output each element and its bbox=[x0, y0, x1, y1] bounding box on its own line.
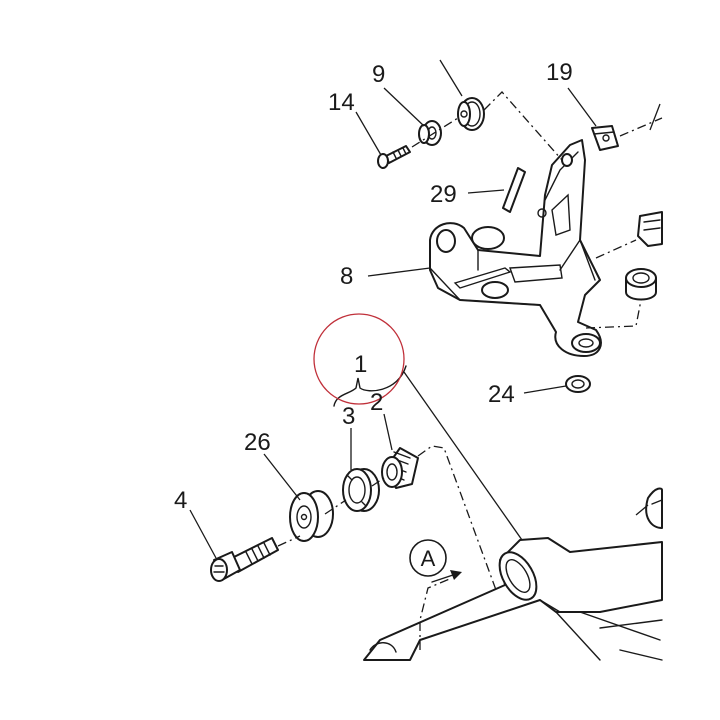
label-part-24: 24 bbox=[488, 381, 515, 408]
screw-part-14 bbox=[377, 145, 411, 169]
clip-right bbox=[637, 211, 663, 247]
label-part-19: 19 bbox=[546, 59, 573, 86]
bushing-part-2 bbox=[381, 447, 419, 489]
washer-part-24 bbox=[565, 375, 591, 393]
label-part-26: 26 bbox=[244, 429, 271, 456]
label-part-9: 9 bbox=[372, 61, 385, 88]
strip-part-29 bbox=[502, 167, 526, 213]
leader-lines bbox=[189, 59, 661, 559]
bracket-part-8 bbox=[429, 139, 602, 357]
view-a-label: A bbox=[421, 546, 436, 571]
label-part-2: 2 bbox=[370, 389, 383, 416]
label-part-4: 4 bbox=[174, 487, 187, 514]
label-part-8: 8 bbox=[340, 263, 353, 290]
spacer-part-26 bbox=[289, 490, 334, 542]
brace-part-1 bbox=[333, 365, 407, 407]
washer-part-9 bbox=[418, 120, 442, 146]
highlight-circle bbox=[313, 313, 405, 405]
arrow-head-icon bbox=[450, 570, 462, 580]
collar-part-3 bbox=[342, 468, 380, 512]
label-part-3: 3 bbox=[342, 403, 355, 430]
label-part-1: 1 bbox=[354, 351, 367, 378]
grommet-upper bbox=[457, 97, 485, 131]
label-part-29: 29 bbox=[430, 181, 457, 208]
assembly-lines bbox=[277, 91, 663, 650]
bolt-part-4 bbox=[210, 537, 279, 582]
clip-nut-part-19 bbox=[591, 125, 619, 151]
grommet-right bbox=[625, 268, 657, 301]
frame-arm bbox=[363, 487, 663, 661]
view-a-marker: A bbox=[409, 539, 462, 583]
label-part-14: 14 bbox=[328, 89, 355, 116]
